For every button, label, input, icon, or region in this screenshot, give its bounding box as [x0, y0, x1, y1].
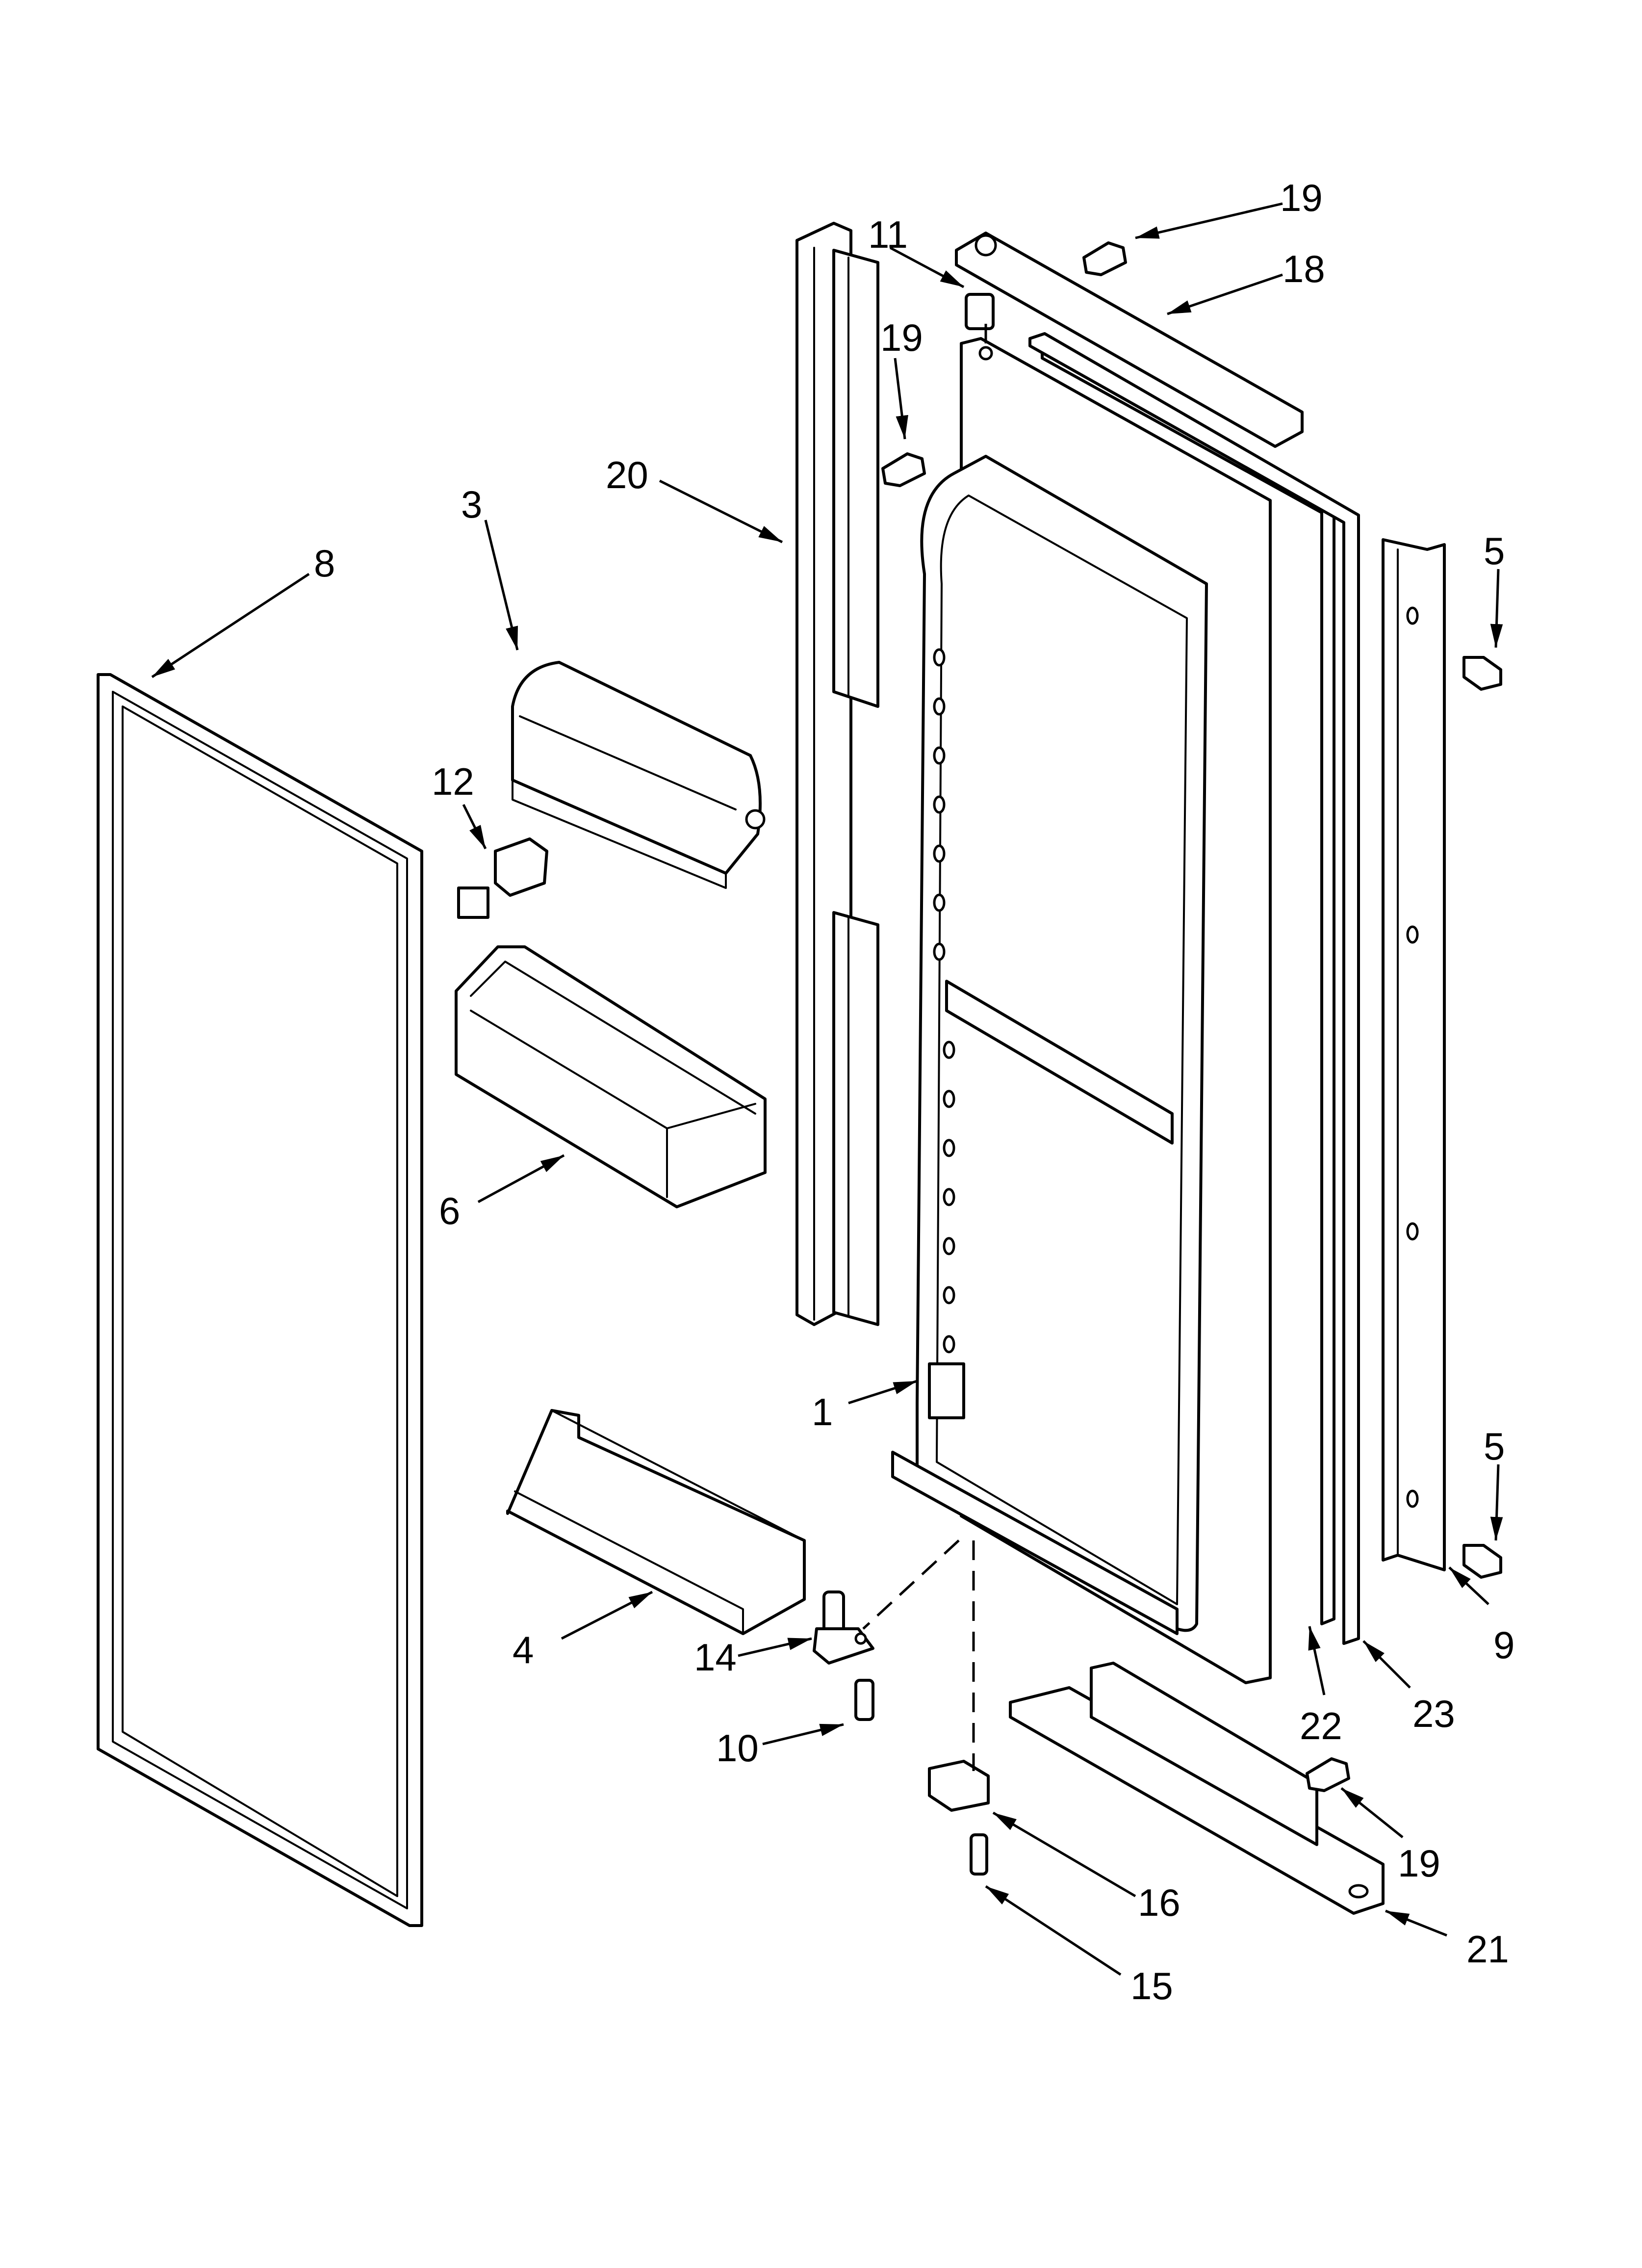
part-8-door-gasket: [97, 673, 423, 1927]
callout-11: 11: [868, 213, 908, 256]
leader-lines: [151, 202, 1503, 1976]
part-11-plug: [965, 293, 995, 361]
callout-16: 16: [1138, 1881, 1180, 1924]
callout-23: 23: [1412, 1692, 1455, 1735]
screw-5-top: [1462, 656, 1502, 691]
screw-19-bottom: [1306, 1757, 1350, 1792]
screw-15: [970, 1833, 988, 1876]
callout-5-bottom: 5: [1484, 1425, 1505, 1468]
callout-20: 20: [606, 453, 648, 496]
callout-1: 1: [812, 1390, 833, 1434]
part-3-dairy-door: [511, 661, 766, 889]
liner-shelf-holes: [933, 648, 955, 1354]
callout-15: 15: [1130, 1964, 1173, 2007]
part-21-bottom-bracket: [1009, 1662, 1385, 1915]
callout-4: 4: [513, 1628, 534, 1671]
part-9-side-trim: [1382, 538, 1446, 1571]
part-6-door-bin: [455, 945, 767, 1208]
callout-3: 3: [461, 483, 482, 526]
screw-5-bottom: [1462, 1544, 1502, 1579]
part-20-side-trim: [795, 222, 879, 1326]
callout-5-top: 5: [1484, 529, 1505, 573]
callout-14: 14: [694, 1636, 737, 1679]
callout-21: 21: [1466, 1928, 1509, 1971]
screw-19-mid: [881, 452, 926, 487]
part-16-bracket: [928, 1760, 990, 1812]
callout-19-bottom: 19: [1398, 1842, 1440, 1885]
part-4-shelf-rail: [506, 1409, 806, 1635]
callout-22: 22: [1300, 1704, 1342, 1747]
callout-10: 10: [716, 1726, 759, 1770]
callout-9: 9: [1493, 1623, 1514, 1667]
callout-8: 8: [314, 542, 335, 585]
callout-19-mid: 19: [880, 316, 923, 359]
part-1-door-liner: [891, 337, 1272, 1684]
callout-18: 18: [1283, 247, 1325, 290]
part-18-top-cover: [955, 232, 1304, 448]
part-23-panel: [1028, 332, 1360, 1645]
callout-12: 12: [432, 760, 474, 803]
screw-19-top: [1082, 241, 1127, 276]
part-12-bracket: [457, 837, 548, 919]
part-14-hinge-pin: [813, 1590, 874, 1665]
assembly-lines: [862, 324, 987, 1771]
callout-labels: 19 18 11 19 20 3 8 12 6 5 5 1 4 14 10 16…: [314, 176, 1514, 2007]
callout-6: 6: [439, 1189, 460, 1232]
screw-10: [854, 1679, 874, 1721]
screws: [813, 241, 1502, 1876]
callout-19-top: 19: [1280, 176, 1323, 219]
